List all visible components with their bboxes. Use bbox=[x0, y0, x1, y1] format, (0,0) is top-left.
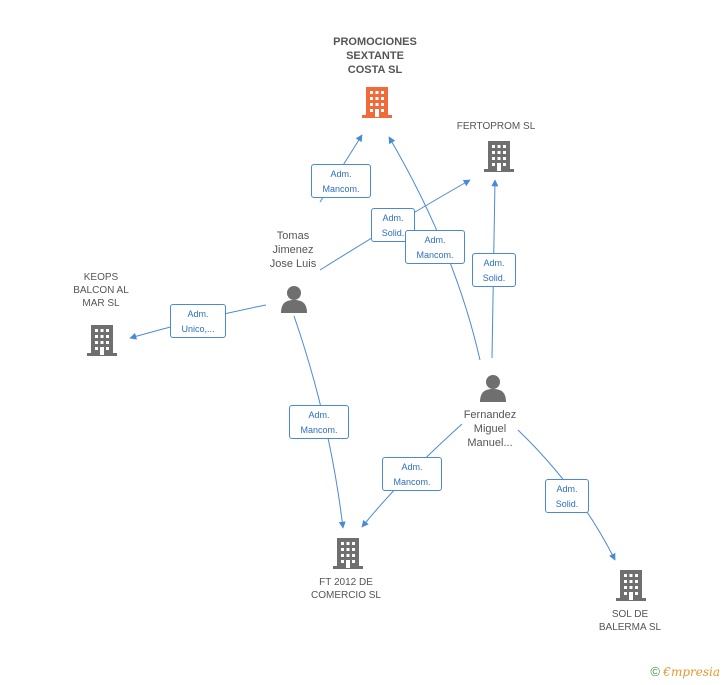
person-label-fernandez[interactable]: Fernandez Miguel Manuel... bbox=[463, 409, 517, 449]
edge-label-tomas-ft2012[interactable]: Adm. Mancom. bbox=[289, 405, 349, 439]
company-icon-keops[interactable] bbox=[87, 325, 117, 356]
edge-label-tomas-keops[interactable]: Adm. Unico,... bbox=[170, 304, 226, 338]
edge-label-fernandez-sol[interactable]: Adm. Solid. bbox=[545, 479, 589, 513]
footer-brand: © €mpresia bbox=[650, 664, 720, 679]
edge-label-fernandez-ft2012[interactable]: Adm. Mancom. bbox=[382, 457, 442, 491]
company-icon-fertoprom[interactable] bbox=[484, 141, 514, 172]
company-label-ft2012[interactable]: FT 2012 DE COMERCIO SL bbox=[310, 577, 381, 601]
edge-label-fernandez-fertoprom[interactable]: Adm. Solid. bbox=[472, 253, 516, 287]
company-label-sol[interactable]: SOL DE BALERMA SL bbox=[598, 609, 662, 633]
brand-initial: € bbox=[663, 665, 671, 679]
company-label-fertoprom[interactable]: FERTOPROM SL bbox=[456, 121, 536, 132]
company-icon-sol[interactable] bbox=[616, 570, 646, 601]
brand-name: mpresia bbox=[670, 665, 720, 679]
person-icon-tomas[interactable] bbox=[281, 286, 307, 313]
person-label-tomas[interactable]: Tomas Jimenez Jose Luis bbox=[269, 230, 317, 270]
company-icon-ft2012[interactable] bbox=[333, 538, 363, 569]
person-icon-fernandez[interactable] bbox=[480, 375, 506, 402]
company-label-keops[interactable]: KEOPS BALCON AL MAR SL bbox=[73, 272, 129, 309]
company-icon-promociones[interactable] bbox=[362, 87, 392, 118]
company-label-promociones[interactable]: PROMOCIONES SEXTANTE COSTA SL bbox=[333, 36, 417, 76]
copyright-icon: © bbox=[650, 664, 660, 679]
edge-label-tomas-promociones[interactable]: Adm. Mancom. bbox=[311, 164, 371, 198]
edge-label-fernandez-promociones[interactable]: Adm. Mancom. bbox=[405, 230, 465, 264]
